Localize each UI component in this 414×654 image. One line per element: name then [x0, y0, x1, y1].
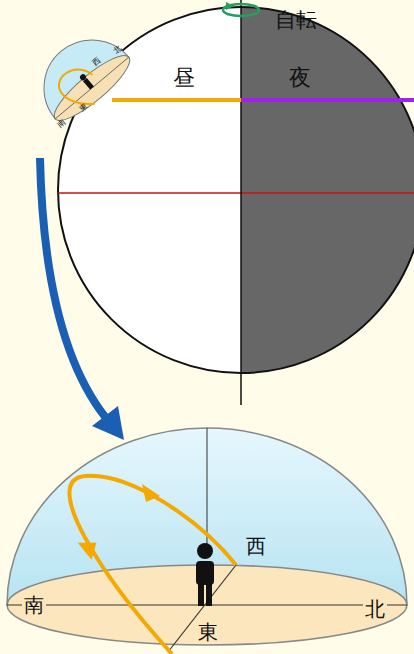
day-label: 昼: [173, 67, 195, 89]
rotation-arrow: [223, 2, 259, 16]
direction-label: 西: [246, 536, 266, 556]
sun-path: [69, 476, 236, 654]
rotation-label: 自転: [275, 10, 317, 31]
day-line: [112, 98, 241, 102]
hemisphere: [7, 428, 407, 652]
equator: [58, 192, 414, 194]
direction-label: 北: [363, 598, 387, 620]
small-direction: 南: [56, 118, 67, 129]
small-hemisphere: [24, 20, 137, 129]
direction-label: 南: [22, 594, 46, 616]
zoom-arrow: [40, 158, 124, 440]
axis: [240, 0, 242, 405]
night-half: [241, 7, 414, 373]
person: [196, 543, 214, 606]
night-line: [241, 98, 414, 102]
night-label: 夜: [289, 67, 311, 89]
direction-label: 東: [196, 621, 220, 643]
